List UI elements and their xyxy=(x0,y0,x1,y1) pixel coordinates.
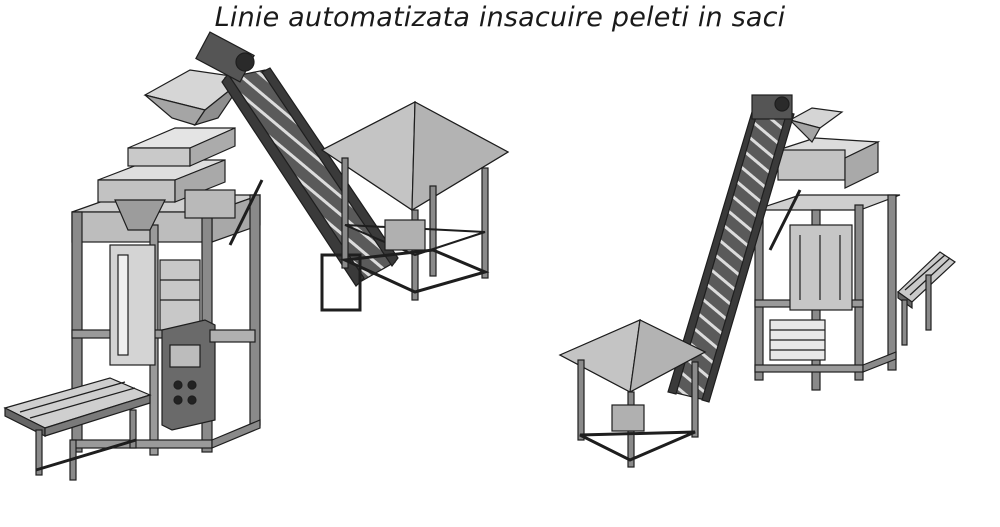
left-packing-machine-frame xyxy=(71,194,261,456)
right-ground-feed-hopper xyxy=(558,319,707,468)
left-output-conveyor xyxy=(3,377,152,481)
left-weigher-unit xyxy=(97,127,236,231)
right-assembly xyxy=(558,94,956,468)
left-assembly xyxy=(3,31,510,481)
diagram-title: Linie automatizata insacuire peleti in s… xyxy=(214,2,786,33)
right-weigher-unit xyxy=(777,107,881,189)
left-ground-feed-hopper xyxy=(320,101,510,301)
right-inclined-conveyor xyxy=(667,94,802,403)
right-output-conveyor xyxy=(897,251,956,346)
right-packing-machine-frame xyxy=(754,194,901,391)
